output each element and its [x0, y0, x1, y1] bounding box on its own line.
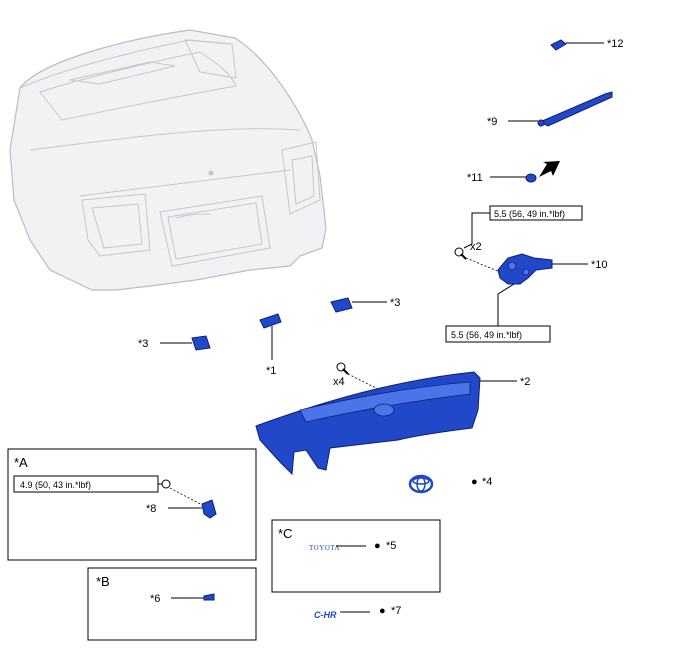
callout-5: *5 [386, 540, 396, 552]
callout-10: *10 [591, 259, 608, 271]
clip-3-lower-part [191, 335, 211, 351]
part-8 [201, 499, 217, 519]
callout-6: *6 [150, 593, 160, 605]
callout-2: *2 [520, 376, 530, 388]
leader-torque-upper [463, 212, 490, 249]
part-6 [203, 593, 215, 601]
wiper-pivot-nut-part [525, 173, 537, 183]
garnish-clip-quantity: x4 [333, 376, 345, 388]
chr-nameplate-part: C-HR [314, 610, 337, 620]
part-1 [259, 313, 282, 329]
detail-box-a [7, 448, 257, 561]
torque-wiper-upper: 5.5 (56, 49 in.*lbf) [494, 209, 565, 219]
garnish-clip-part [336, 362, 349, 375]
pointer-arrow-icon [539, 161, 560, 177]
detail-box-c-label: *C [278, 526, 292, 541]
callout-9: *9 [487, 116, 497, 128]
bolt-guide-line [465, 257, 501, 273]
back-door-body [9, 29, 327, 291]
wiper-arm-cap-part [550, 39, 567, 51]
detail-a-nut-part [161, 479, 171, 489]
torque-wiper-lower: 5.5 (56, 49 in.*lbf) [451, 330, 522, 340]
wiper-bolt-quantity: x2 [470, 241, 482, 253]
callout-3-upper: *3 [390, 297, 400, 309]
detail-box-b-label: *B [96, 574, 110, 589]
toyota-emblem-part [408, 474, 434, 494]
callout-1: *1 [266, 365, 276, 377]
bullet-5: ● [374, 540, 381, 552]
rear-wiper-arm-part [537, 91, 613, 127]
leader-torque-lower-tip [497, 283, 515, 295]
callout-8: *8 [146, 503, 156, 515]
back-door-garnish-part [255, 371, 481, 476]
callout-7: *7 [391, 605, 401, 617]
toyota-nameplate-part: TOYOTA [309, 544, 340, 552]
detail-box-c [271, 519, 441, 593]
callout-11: *11 [467, 172, 483, 184]
rear-wiper-motor-part [497, 253, 553, 285]
callout-3-lower: *3 [138, 338, 148, 350]
callout-12: *12 [607, 38, 624, 50]
wiper-motor-bolt-part [454, 247, 467, 260]
callout-4: *4 [482, 476, 492, 488]
detail-a-guide-line [169, 487, 205, 507]
bullet-7: ● [379, 605, 386, 617]
clip-3-upper-part [330, 297, 353, 313]
detail-box-b [87, 567, 257, 641]
bullet-4: ● [471, 476, 478, 488]
torque-detail-a: 4.9 (50, 43 in.*lbf) [20, 480, 91, 490]
detail-box-a-label: *A [14, 455, 28, 470]
